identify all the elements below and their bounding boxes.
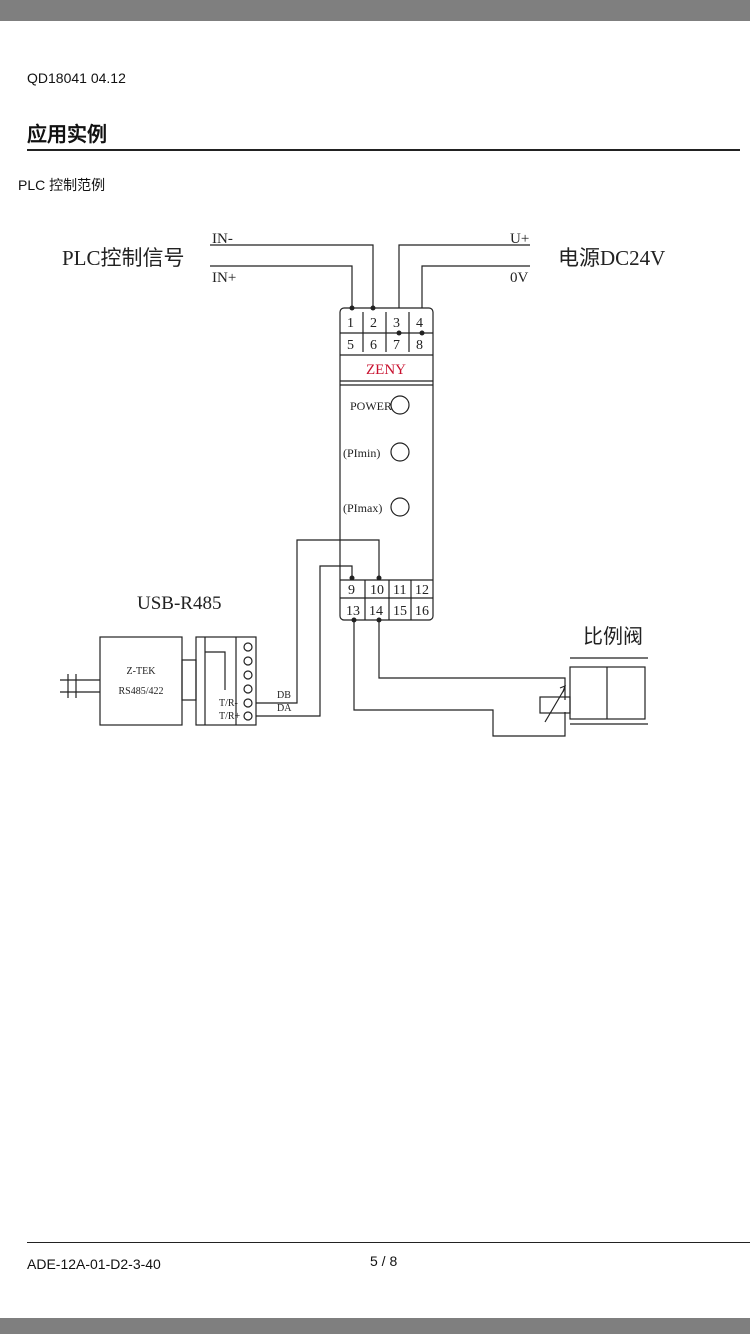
screw-terminal — [243, 656, 253, 666]
valve-coil — [539, 696, 571, 714]
wire-in-plus — [210, 265, 353, 308]
pimax-lamp — [390, 497, 410, 517]
page-number: 5 / 8 — [370, 1253, 398, 1269]
screw-terminal — [243, 711, 253, 721]
title-rule — [27, 149, 740, 151]
terminal-label: 5 — [347, 338, 354, 353]
zero-v-label: 0V — [510, 270, 529, 286]
wiring-diagram: PLC控制信号 IN- IN+ U+ 0V 电源DC24V 1 2 3 4 5 … — [60, 231, 665, 737]
usb-converter-label: USB-R485 — [137, 593, 221, 614]
section-title: 应用实例 — [27, 124, 107, 146]
terminal-label: 12 — [415, 583, 429, 598]
power-supply-label: 电源DC24V — [558, 246, 665, 270]
bottom-bar — [0, 1318, 750, 1334]
junction-dot — [376, 617, 382, 623]
brand-label: ZENY — [366, 362, 406, 378]
pimin-lamp — [390, 442, 410, 462]
module-body — [339, 307, 434, 621]
wire-u-plus — [398, 244, 530, 308]
terminal-block — [195, 636, 257, 726]
power-indicator-label: POWER — [350, 399, 392, 413]
document-code: QD18041 04.12 — [27, 70, 126, 86]
wire-valve-a — [378, 620, 566, 700]
terminal-label: 15 — [393, 604, 407, 619]
terminal-label: 9 — [348, 583, 355, 598]
junction-dot — [419, 330, 425, 336]
screw-terminal — [243, 642, 253, 652]
tr-minus-label: T/R- — [219, 698, 238, 709]
footer-rule — [27, 1242, 750, 1243]
junction-dot — [396, 330, 402, 336]
terminal-label: 14 — [369, 604, 383, 619]
converter-type: RS485/422 — [118, 686, 163, 697]
converter-neck — [181, 659, 197, 701]
junction-dot — [376, 575, 382, 581]
wire-in-minus — [210, 244, 374, 308]
wire-0v — [421, 265, 530, 308]
terminal-label: 7 — [393, 338, 400, 353]
top-bar — [0, 0, 750, 21]
power-lamp — [390, 395, 410, 415]
in-minus-label: IN- — [212, 231, 233, 247]
terminal-label: 13 — [346, 604, 360, 619]
terminal-label: 11 — [393, 583, 406, 598]
terminal-label: 3 — [393, 316, 400, 331]
terminal-label: 16 — [415, 604, 429, 619]
pimin-indicator-label: (PImin) — [343, 446, 380, 460]
screw-terminal — [243, 670, 253, 680]
u-plus-label: U+ — [510, 231, 529, 247]
tr-plus-label: T/R+ — [219, 711, 241, 722]
valve-arrow — [544, 687, 566, 723]
screw-terminal — [243, 684, 253, 694]
terminal-label: 10 — [370, 583, 384, 598]
wire-db — [256, 539, 380, 704]
converter-body — [99, 636, 183, 726]
valve-arrow — [559, 684, 566, 693]
wire-da — [256, 565, 353, 717]
wire-valve-b — [353, 620, 566, 737]
in-plus-label: IN+ — [212, 270, 236, 286]
junction-dot — [370, 305, 376, 311]
terminal-label: 6 — [370, 338, 377, 353]
terminal-label: 4 — [416, 316, 423, 331]
section-subtitle: PLC 控制范例 — [18, 177, 106, 193]
terminal-label: 2 — [370, 316, 377, 331]
valve-label: 比例阀 — [583, 625, 643, 648]
pimax-indicator-label: (PImax) — [343, 501, 382, 515]
terminal-label: 8 — [416, 338, 423, 353]
terminal-label: 1 — [347, 316, 354, 331]
junction-dot — [349, 305, 355, 311]
converter-model: Z-TEK — [127, 666, 157, 677]
junction-dot — [349, 575, 355, 581]
da-label: DA — [277, 703, 292, 714]
footer-document-code: ADE-12A-01-D2-3-40 — [27, 1256, 161, 1272]
plc-signal-label: PLC控制信号 — [62, 246, 185, 270]
terminal-block-line — [205, 651, 226, 690]
junction-dot — [351, 617, 357, 623]
screw-terminal — [243, 698, 253, 708]
db-label: DB — [277, 690, 291, 701]
